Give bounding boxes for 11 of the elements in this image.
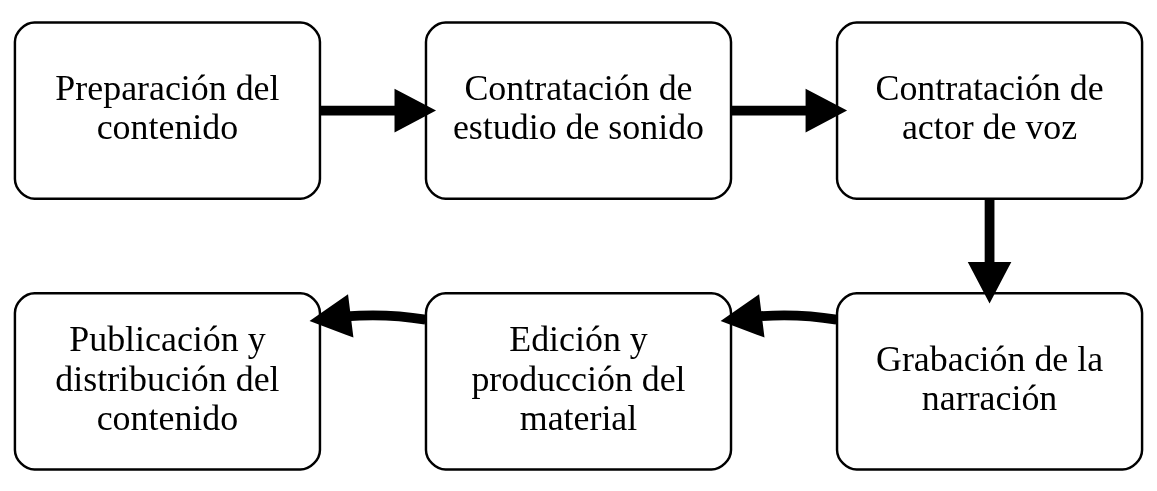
node-box: Contratación de estudio de sonido xyxy=(424,20,733,200)
arrow xyxy=(967,198,1012,303)
node-box: Preparación del contenido xyxy=(13,20,322,200)
arrow xyxy=(731,88,848,132)
arrow xyxy=(720,293,838,337)
arrow xyxy=(320,88,437,132)
node-box: Edición y producción del material xyxy=(424,291,733,471)
node-box: Contratación de actor de voz xyxy=(835,20,1144,200)
node-box: Grabación de la narración xyxy=(835,291,1144,471)
node-box: Publicación y distribución del contenido xyxy=(13,291,322,471)
arrow xyxy=(309,293,427,337)
